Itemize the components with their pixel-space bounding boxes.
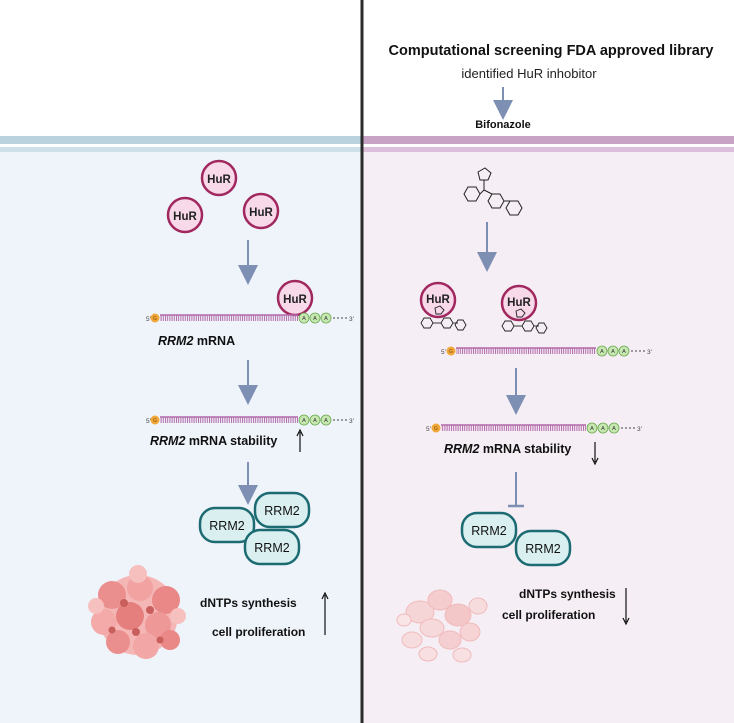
- rrm2-mrna-strand: 5' G A A A 3': [426, 422, 642, 434]
- dntps-label: dNTPs synthesis: [200, 596, 297, 610]
- hur-protein-inhibited: HuR: [419, 281, 467, 331]
- tumor-cell-cluster: [88, 565, 186, 659]
- svg-text:A: A: [600, 349, 604, 355]
- svg-text:RRM2: RRM2: [209, 519, 244, 533]
- svg-text:5': 5': [426, 426, 431, 433]
- svg-text:HuR: HuR: [507, 297, 531, 309]
- rrm2-mrna-strand: 5' G A A A 3': [441, 345, 652, 357]
- header-subtitle: identified HuR inhobitor: [461, 66, 597, 81]
- mrna-label: RRM2 mRNA: [158, 334, 235, 348]
- proliferation-label: cell proliferation: [212, 625, 305, 639]
- hur-protein: HuR: [242, 192, 280, 230]
- right-membrane: [363, 136, 734, 152]
- svg-text:5': 5': [146, 418, 151, 425]
- hur-protein-bound: HuR: [276, 279, 314, 317]
- svg-text:3': 3': [349, 418, 354, 425]
- svg-text:RRM2: RRM2: [471, 524, 506, 538]
- rrm2-protein: RRM2: [243, 528, 301, 566]
- svg-text:HuR: HuR: [426, 294, 450, 306]
- svg-text:A: A: [611, 349, 615, 355]
- svg-text:HuR: HuR: [207, 174, 231, 186]
- svg-text:HuR: HuR: [283, 294, 307, 306]
- svg-text:5': 5': [146, 316, 151, 323]
- down-arrow-icon: [622, 588, 630, 626]
- rrm2-protein: RRM2: [460, 511, 518, 549]
- up-arrow-icon: [296, 428, 304, 452]
- svg-text:3': 3': [349, 316, 354, 323]
- svg-text:RRM2: RRM2: [254, 541, 289, 555]
- svg-text:G: G: [153, 418, 157, 424]
- svg-text:G: G: [153, 316, 157, 322]
- hur-protein: HuR: [200, 159, 238, 197]
- rrm2-mrna-strand: 5' G A A A 3': [146, 414, 354, 426]
- up-arrow-icon: [321, 591, 329, 635]
- svg-text:A: A: [302, 418, 306, 424]
- rrm2-protein: RRM2: [253, 491, 311, 529]
- svg-text:A: A: [324, 418, 328, 424]
- header-title: Computational screening FDA approved lib…: [389, 43, 714, 59]
- svg-text:3': 3': [647, 349, 652, 356]
- svg-text:5': 5': [441, 349, 446, 356]
- rrm2-protein: RRM2: [198, 506, 256, 544]
- svg-text:RRM2: RRM2: [525, 542, 560, 556]
- stability-label: RRM2 mRNA stability: [150, 434, 277, 448]
- svg-text:HuR: HuR: [249, 207, 273, 219]
- hur-protein: HuR: [166, 196, 204, 234]
- svg-text:A: A: [302, 316, 306, 322]
- rrm2-mrna-strand: 5' G A A A 3': [146, 312, 354, 324]
- svg-text:A: A: [601, 426, 605, 432]
- bifonazole-structure-icon: [463, 167, 523, 216]
- rrm2-protein: RRM2: [514, 529, 572, 567]
- svg-text:A: A: [313, 418, 317, 424]
- svg-text:A: A: [313, 316, 317, 322]
- dntps-label: dNTPs synthesis: [519, 587, 616, 601]
- svg-text:RRM2: RRM2: [264, 504, 299, 518]
- svg-text:A: A: [590, 426, 594, 432]
- hur-protein-inhibited: HuR: [500, 284, 548, 334]
- proliferation-label: cell proliferation: [502, 608, 595, 622]
- drug-label: Bifonazole: [475, 119, 531, 131]
- svg-text:A: A: [612, 426, 616, 432]
- left-membrane: [0, 136, 362, 152]
- stability-label: RRM2 mRNA stability: [444, 442, 571, 456]
- svg-text:G: G: [434, 426, 438, 432]
- inhibition-icon: [508, 472, 524, 508]
- down-arrow-icon: [591, 442, 599, 466]
- svg-text:A: A: [622, 349, 626, 355]
- svg-text:HuR: HuR: [173, 211, 197, 223]
- svg-text:A: A: [324, 316, 328, 322]
- svg-text:3': 3': [637, 426, 642, 433]
- svg-text:G: G: [449, 349, 453, 355]
- faded-tumor-cells: [396, 589, 488, 663]
- left-panel-bg: [0, 150, 362, 723]
